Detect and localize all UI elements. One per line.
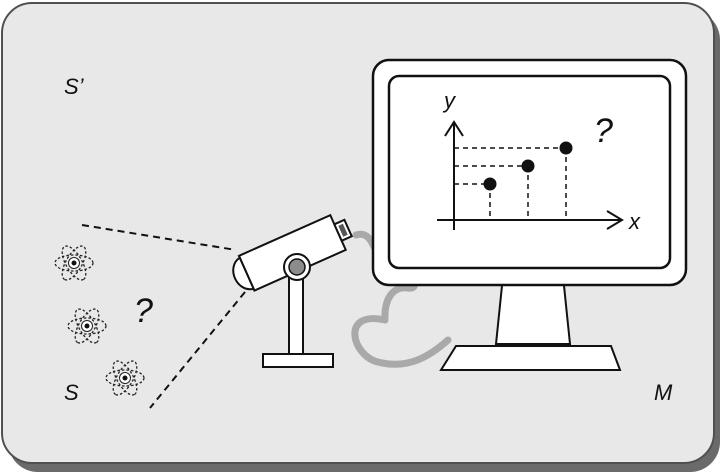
data-point (560, 142, 573, 155)
label-m: M (654, 380, 673, 405)
data-point (484, 178, 497, 191)
label-s: S (64, 380, 79, 405)
x-axis-label: x (628, 209, 641, 234)
data-point (522, 160, 535, 173)
monitor (373, 60, 686, 285)
label-s-prime: S’ (64, 74, 85, 99)
camera-base (263, 354, 333, 367)
question-mark-screen: ? (594, 112, 613, 150)
question-mark-left: ? (134, 292, 153, 330)
y-axis-label: y (442, 88, 457, 113)
monitor-base (441, 346, 620, 370)
